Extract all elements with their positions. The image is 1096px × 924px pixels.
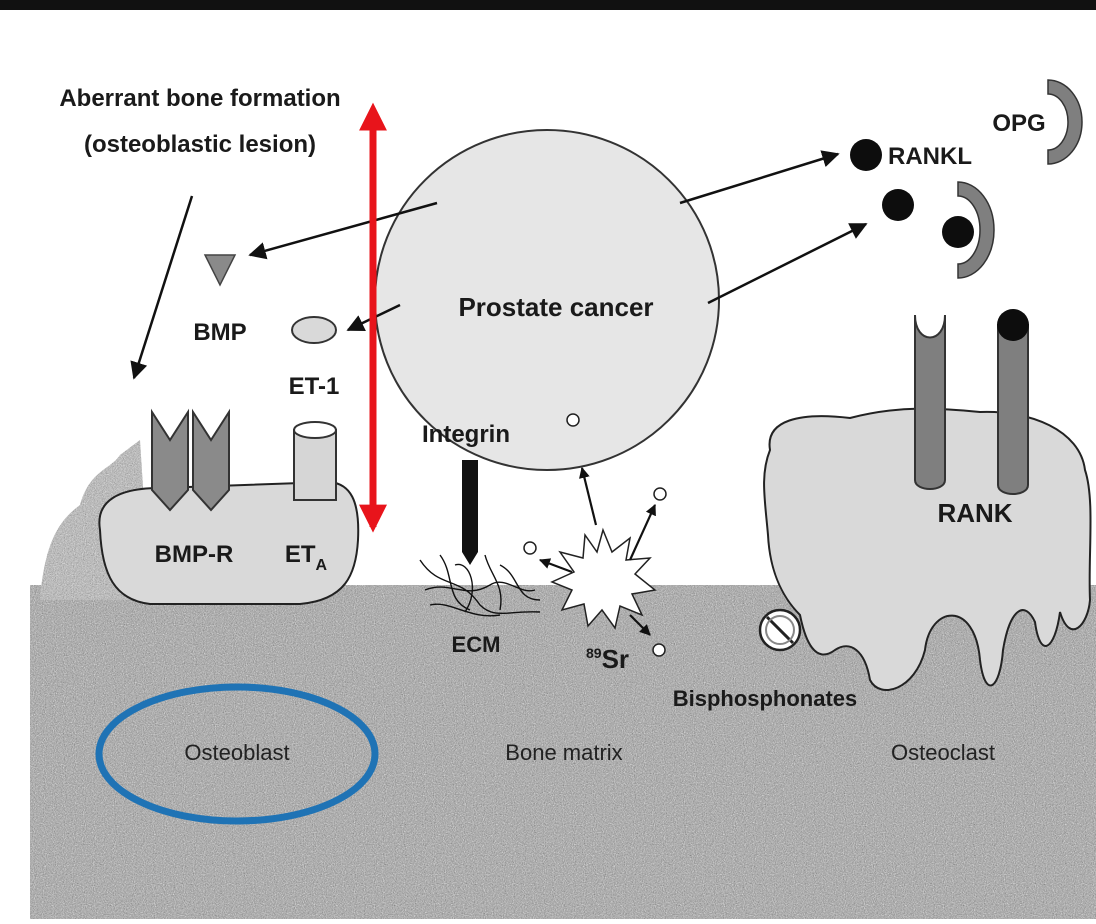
arrow-to-rankl — [680, 154, 838, 203]
top-rule — [0, 0, 1096, 10]
formation-title-line1: Aberrant bone formation — [59, 85, 340, 112]
formation-title-line2: (osteoblastic lesion) — [84, 131, 316, 158]
integrin-bar — [462, 460, 478, 552]
bmp-r-label: BMP-R — [155, 541, 234, 568]
eta-receptor — [294, 422, 336, 500]
osteoblast-label: Osteoblast — [184, 740, 289, 765]
rankl-dot-2 — [882, 189, 914, 221]
bmp-receptor-1 — [152, 412, 188, 510]
rankl-dot-3 — [942, 216, 974, 248]
sr-arrow-upright — [630, 505, 655, 560]
bmp-receptor-2 — [193, 412, 229, 510]
integrin-label: Integrin — [422, 421, 510, 448]
sr89-main: Sr — [602, 644, 629, 674]
rankl-label: RANKL — [888, 143, 972, 170]
bisphosphonates-inhibit-icon — [760, 610, 800, 650]
bmp-triangle — [205, 255, 235, 285]
rank-receptor-2 — [997, 309, 1029, 494]
et1-oval — [292, 317, 336, 343]
rank-label: RANK — [937, 498, 1012, 528]
eta-label-sub: A — [316, 557, 328, 574]
eta-label-main: ET — [285, 541, 316, 568]
bisphosphonates-label: Bisphosphonates — [673, 686, 858, 711]
cancer-label: Prostate cancer — [458, 292, 653, 322]
sr89-sup: 89 — [586, 645, 602, 661]
opg-label: OPG — [992, 110, 1045, 137]
osteoclast-label: Osteoclast — [891, 740, 995, 765]
bmp-label: BMP — [193, 319, 246, 346]
et1-label: ET-1 — [289, 373, 340, 400]
arrow-formation-to-osteoblast — [134, 196, 192, 378]
sr-arrow-up — [582, 468, 596, 525]
rank-receptor-1 — [915, 315, 945, 489]
bone-matrix-label: Bone matrix — [505, 740, 622, 765]
ecm-label: ECM — [452, 632, 501, 657]
arrow-to-rankl-lower — [708, 224, 866, 303]
opg-arc — [1048, 80, 1082, 164]
rankl-dot-1 — [850, 139, 882, 171]
